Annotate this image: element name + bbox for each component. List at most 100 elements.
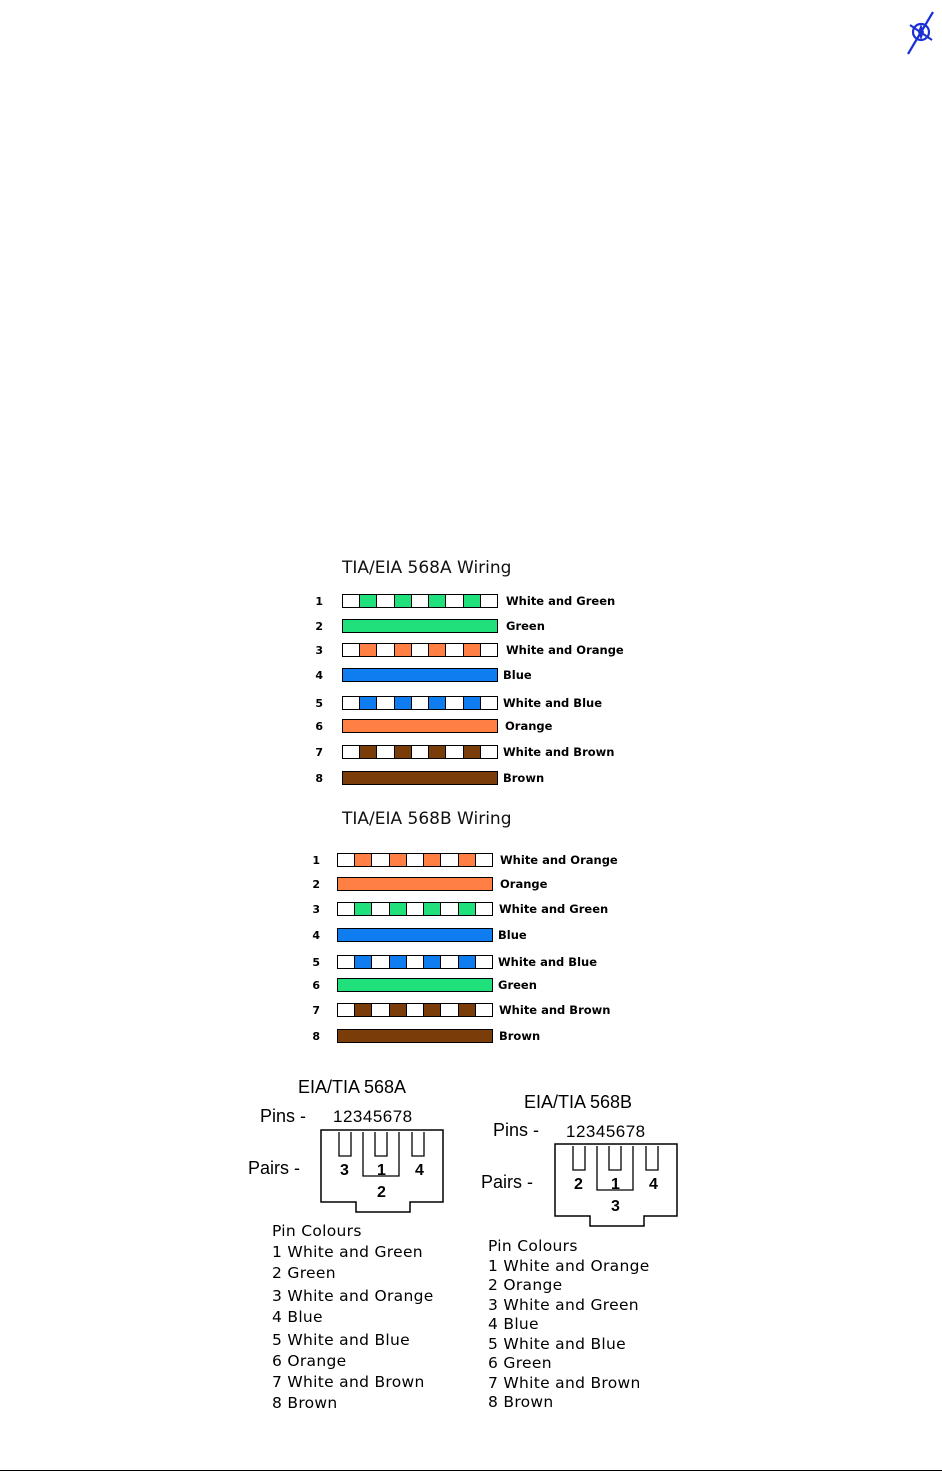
solid-wire-swatch (342, 719, 498, 733)
rj45-connector-icon: 2 1 4 3 (554, 1143, 678, 1227)
wire-label: White and Orange (506, 643, 624, 657)
wire-color-segment (457, 1004, 475, 1016)
wire-white-segment (343, 595, 360, 607)
wire-white-segment (376, 644, 394, 656)
wire-color-segment (428, 595, 446, 607)
pair-right: 4 (649, 1176, 658, 1193)
wire-white-segment (371, 956, 389, 968)
wire-white-segment (376, 746, 394, 758)
pin-number: 7 (315, 746, 323, 759)
pin-colour-item: 8 Brown (272, 1394, 338, 1412)
wire-white-segment (405, 854, 424, 866)
compass-logo-icon (907, 11, 934, 55)
wire-white-segment (440, 956, 458, 968)
wire-label: White and Blue (503, 696, 602, 710)
wire-color-segment (423, 1004, 441, 1016)
pairs-label: Pairs - (248, 1158, 301, 1178)
wire-white-segment (410, 746, 429, 758)
wire-white-segment (338, 903, 355, 915)
pins-label: Pins - (260, 1106, 307, 1126)
wire-color-segment (354, 956, 372, 968)
pin-colours-heading: Pin Colours (272, 1222, 362, 1240)
wire-label: White and Brown (503, 745, 615, 759)
pair-left: 2 (574, 1176, 583, 1193)
wire-white-segment (376, 595, 394, 607)
striped-wire-swatch (342, 696, 498, 710)
solid-wire-swatch (337, 928, 493, 942)
wire-white-segment (405, 956, 424, 968)
wire-color-segment (462, 746, 480, 758)
pin-number: 2 (315, 620, 323, 633)
pin-number: 4 (315, 669, 323, 682)
pin-colour-item: 1 White and Green (272, 1243, 423, 1261)
pin-number: 1 (315, 595, 323, 608)
wire-label: Green (506, 619, 545, 633)
page-bottom-rule (0, 1470, 942, 1471)
striped-wire-swatch (337, 853, 493, 867)
pin-colour-item: 3 White and Green (488, 1295, 639, 1314)
striped-wire-swatch (342, 594, 498, 608)
wire-white-segment (338, 854, 355, 866)
wire-label: Blue (503, 668, 532, 682)
solid-wire-swatch (342, 771, 498, 785)
pin-number: 2 (312, 878, 320, 891)
wire-color-segment (457, 956, 475, 968)
wire-white-segment (474, 903, 492, 915)
wire-color-segment (388, 903, 406, 915)
wire-color-segment (428, 644, 446, 656)
pin-number: 5 (312, 956, 320, 969)
pair-center-bottom: 2 (377, 1184, 386, 1201)
pin-number: 6 (312, 979, 320, 992)
wire-white-segment (479, 644, 497, 656)
wire-label: Orange (500, 877, 548, 891)
pin-colour-item: 4 Blue (272, 1308, 323, 1326)
wire-color-segment (354, 903, 372, 915)
pin-numbers: 12345678 (333, 1107, 413, 1126)
diagram-title: TIA/EIA 568A Wiring (342, 558, 512, 578)
pin-colour-item: 6 Orange (272, 1352, 347, 1370)
pair-center-top: 1 (611, 1176, 620, 1193)
pin-number: 6 (315, 720, 323, 733)
pin-colour-item: 5 White and Blue (488, 1334, 626, 1353)
pair-right: 4 (415, 1162, 424, 1179)
pin-colour-item: 7 White and Brown (488, 1373, 641, 1392)
wire-label: White and Green (506, 594, 616, 608)
wire-color-segment (393, 595, 411, 607)
wire-white-segment (474, 854, 492, 866)
wire-color-segment (428, 697, 446, 709)
wire-color-segment (393, 644, 411, 656)
wire-white-segment (343, 746, 360, 758)
wire-color-segment (457, 903, 475, 915)
wire-color-segment (423, 956, 441, 968)
pin-number: 8 (315, 772, 323, 785)
wire-white-segment (474, 1004, 492, 1016)
striped-wire-swatch (342, 643, 498, 657)
wire-white-segment (445, 746, 463, 758)
pin-colour-item: 5 White and Blue (272, 1331, 410, 1349)
pin-colour-item: 2 Green (272, 1264, 336, 1282)
wire-color-segment (359, 697, 377, 709)
wire-white-segment (371, 854, 389, 866)
solid-wire-swatch (342, 668, 498, 682)
solid-wire-swatch (337, 1029, 493, 1043)
pin-colour-item: 1 White and Orange (488, 1256, 650, 1275)
pin-number: 3 (312, 903, 320, 916)
wire-label: Orange (505, 719, 553, 733)
wire-color-segment (423, 854, 441, 866)
pair-center-bottom: 3 (611, 1198, 620, 1215)
wire-label: Blue (498, 928, 527, 942)
wire-white-segment (445, 697, 463, 709)
pin-colours-list: Pin Colours 1 White and Orange 2 Orange … (488, 1237, 650, 1413)
pin-number: 8 (312, 1030, 320, 1043)
wire-color-segment (359, 644, 377, 656)
wire-white-segment (338, 1004, 355, 1016)
pair-center-top: 1 (377, 1162, 386, 1179)
wire-color-segment (388, 1004, 406, 1016)
wire-white-segment (376, 697, 394, 709)
wire-white-segment (343, 644, 360, 656)
wire-white-segment (405, 1004, 424, 1016)
wire-white-segment (371, 1004, 389, 1016)
diagram-title: TIA/EIA 568B Wiring (342, 809, 512, 829)
solid-wire-swatch (337, 877, 493, 891)
pin-colours-heading: Pin Colours (488, 1237, 578, 1255)
